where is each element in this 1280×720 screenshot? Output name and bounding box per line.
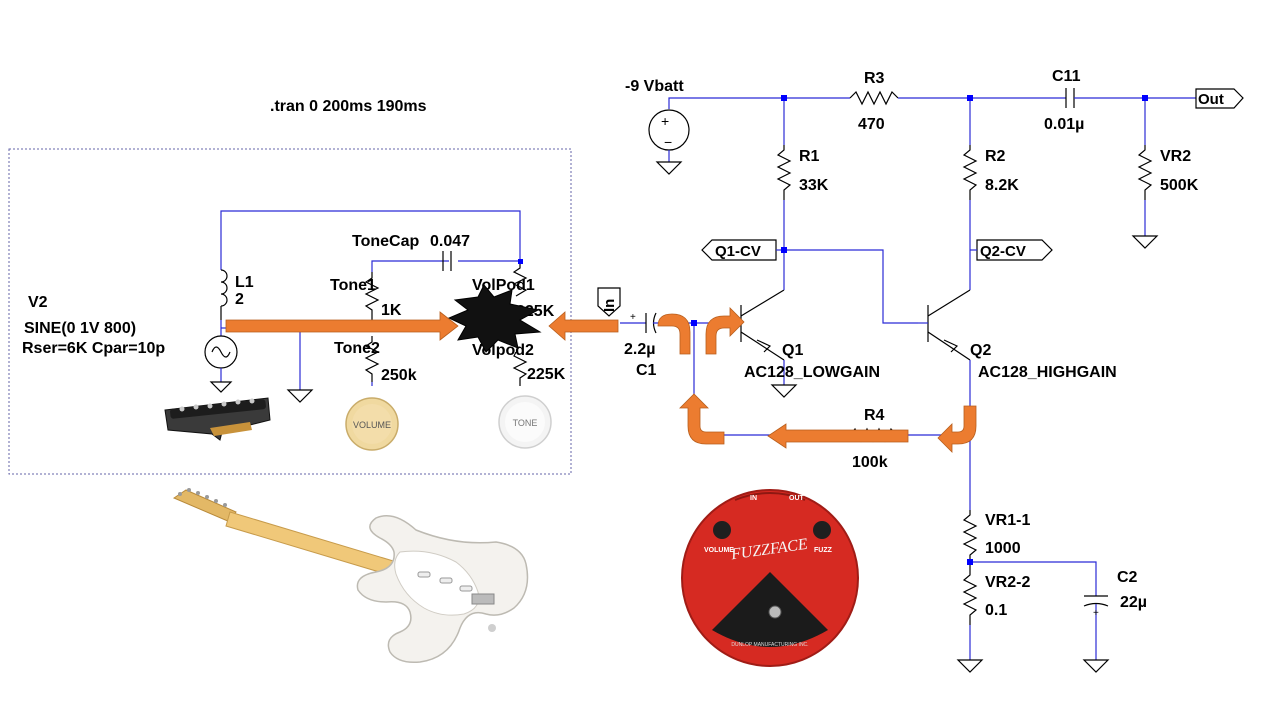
tone1-name: Tone1 bbox=[330, 277, 376, 294]
vr1-1-value: 1000 bbox=[985, 540, 1021, 557]
tran-directive[interactable]: .tran 0 200ms 190ms bbox=[270, 98, 427, 115]
r4-name: R4 bbox=[864, 407, 885, 424]
capacitor-tonecap[interactable] bbox=[442, 251, 452, 271]
c2-value: 22µ bbox=[1120, 594, 1147, 611]
battery-source[interactable]: + − bbox=[648, 97, 784, 175]
net-label-in[interactable]: In bbox=[597, 287, 621, 317]
v2-value: SINE(0 1V 800) bbox=[24, 320, 136, 337]
volpod2-name: Volpod2 bbox=[472, 342, 534, 359]
potentiometer-vr2[interactable] bbox=[1131, 98, 1159, 249]
tone2-name: Tone2 bbox=[334, 340, 380, 357]
explosion-icon bbox=[447, 284, 542, 353]
signal-arrow-right-icon bbox=[225, 311, 459, 341]
potentiometer-volpod1[interactable] bbox=[512, 261, 528, 297]
q2-value: AC128_HIGHGAIN bbox=[978, 364, 1117, 381]
pedal-volume-label: VOLUME bbox=[704, 547, 734, 554]
ground-symbol bbox=[286, 389, 314, 403]
c11-value: 0.01µ bbox=[1044, 116, 1084, 133]
v2-params: Rser=6K Cpar=10p bbox=[22, 340, 165, 357]
vr2-2-value: 0.1 bbox=[985, 602, 1007, 619]
c1-value: 2.2µ bbox=[624, 341, 655, 358]
vr2-2-name: VR2-2 bbox=[985, 574, 1030, 591]
resistor-r1[interactable] bbox=[776, 98, 792, 250]
transistor-q2[interactable] bbox=[918, 289, 971, 510]
svg-text:In: In bbox=[601, 299, 618, 312]
svg-text:−: − bbox=[664, 134, 672, 150]
q1-value: AC128_LOWGAIN bbox=[744, 364, 880, 381]
svg-text:Out: Out bbox=[1198, 91, 1224, 108]
r1-value: 33K bbox=[799, 177, 829, 194]
r3-name: R3 bbox=[864, 70, 885, 87]
wire bbox=[784, 249, 918, 324]
svg-text:Q1-CV: Q1-CV bbox=[715, 243, 761, 260]
tone1-value: 1K bbox=[381, 302, 402, 319]
c1-name: C1 bbox=[636, 362, 657, 379]
volpod2-value: 225K bbox=[527, 366, 566, 383]
r2-name: R2 bbox=[985, 148, 1006, 165]
potentiometer-vr1-1[interactable] bbox=[962, 510, 978, 562]
capacitor-c11[interactable] bbox=[1065, 88, 1196, 108]
potentiometer-vr2-2[interactable] bbox=[956, 562, 984, 673]
node-dot bbox=[518, 259, 523, 264]
fuzzface-pedal-icon: FUZZFACE IN OUT VOLUME FUZZ DUNLOP MANUF… bbox=[681, 489, 859, 667]
inductor-l1[interactable] bbox=[220, 269, 228, 320]
pickup-icon bbox=[164, 397, 271, 441]
pedal-maker: DUNLOP MANUFACTURING INC. bbox=[731, 642, 808, 648]
net-label-out[interactable]: Out bbox=[1195, 88, 1244, 109]
capacitor-c2[interactable]: + bbox=[970, 561, 1110, 673]
svg-text:Q2-CV: Q2-CV bbox=[980, 243, 1026, 260]
potentiometer-tone2[interactable] bbox=[364, 336, 380, 386]
v2-name: V2 bbox=[28, 294, 48, 311]
r1-name: R1 bbox=[799, 148, 820, 165]
svg-text:+: + bbox=[1093, 608, 1099, 619]
svg-text:+: + bbox=[661, 113, 669, 129]
tone-knob-icon: TONE bbox=[498, 395, 552, 449]
pedal-fuzz-label: FUZZ bbox=[814, 547, 833, 554]
vr1-1-name: VR1-1 bbox=[985, 512, 1030, 529]
tone2-value: 250k bbox=[381, 367, 417, 384]
tonecap-value: 0.047 bbox=[430, 233, 470, 250]
vr2-name: VR2 bbox=[1160, 148, 1191, 165]
l1-name: L1 bbox=[235, 274, 254, 291]
voltage-source-v2[interactable] bbox=[204, 320, 238, 393]
volume-knob-label: VOLUME bbox=[353, 420, 391, 430]
volume-knob-icon: VOLUME bbox=[345, 397, 399, 451]
l1-value: 2 bbox=[235, 291, 244, 308]
resistor-r3[interactable] bbox=[849, 90, 899, 106]
q2-name: Q2 bbox=[970, 342, 991, 359]
r2-value: 8.2K bbox=[985, 177, 1019, 194]
selection-box bbox=[8, 148, 572, 475]
q1-name: Q1 bbox=[782, 342, 803, 359]
potentiometer-volpod2[interactable] bbox=[512, 351, 528, 386]
r3-value: 470 bbox=[858, 116, 885, 133]
pickup-wiring bbox=[220, 210, 521, 390]
c11-name: C11 bbox=[1052, 68, 1081, 85]
potentiometer-tone1[interactable] bbox=[364, 272, 380, 320]
r4-value: 100k bbox=[852, 454, 888, 471]
tone-knob-label: TONE bbox=[513, 418, 538, 428]
vbatt-name: -9 Vbatt bbox=[625, 78, 684, 95]
net-label-q1cv[interactable]: Q1-CV bbox=[701, 239, 784, 261]
vr2-value: 500K bbox=[1160, 177, 1199, 194]
resistor-r2[interactable] bbox=[962, 98, 978, 290]
guitar-icon bbox=[172, 488, 529, 664]
pedal-out-label: OUT bbox=[789, 495, 805, 502]
tonecap-name: ToneCap bbox=[352, 233, 419, 250]
signal-arrow-left-icon bbox=[548, 311, 619, 341]
c2-name: C2 bbox=[1117, 569, 1138, 586]
flow-arrows bbox=[657, 307, 977, 453]
pedal-in-label: IN bbox=[750, 495, 757, 502]
net-label-q2cv[interactable]: Q2-CV bbox=[970, 239, 1053, 261]
svg-text:+: + bbox=[630, 312, 636, 323]
